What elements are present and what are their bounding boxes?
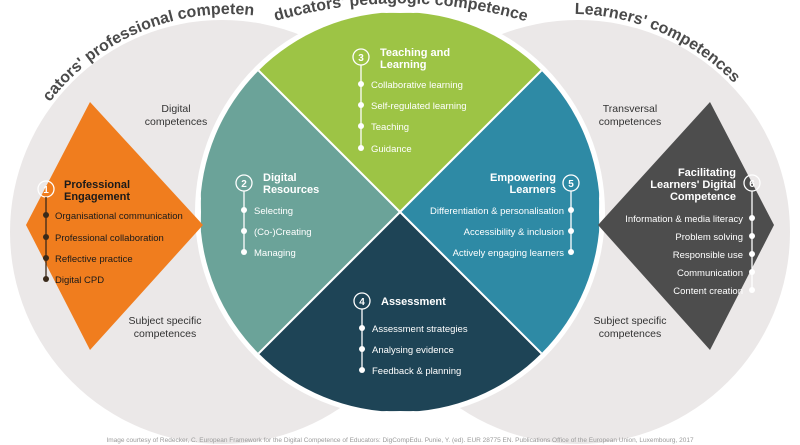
area-title: Learning [380,59,426,71]
competence-item: Communication [677,268,743,279]
competence-item: Information & media literacy [625,214,743,225]
bullet-dot [749,215,755,221]
competence-item: Responsible use [673,250,743,261]
svg-text:competences: competences [599,328,661,340]
competence-item: Digital CPD [55,275,104,286]
svg-text:Subject specific: Subject specific [594,315,667,327]
area-title: Empowering [490,172,556,184]
bullet-dot [568,249,574,255]
competence-item: Accessibility & inclusion [464,227,564,238]
competence-item: Self-regulated learning [371,101,467,112]
svg-text:Subject specific: Subject specific [129,315,202,327]
area-title: Engagement [64,191,130,203]
area-number: 6 [749,179,755,190]
area-title: Assessment [381,296,446,308]
area-title: Digital [263,172,297,184]
competence-item: Analysing evidence [372,345,454,356]
competence-item: (Co-)Creating [254,227,312,238]
competence-item: Organisational communication [55,211,183,222]
bullet-dot [358,81,364,87]
bullet-dot [358,102,364,108]
side-label-left-top: Digital competences [145,103,207,128]
svg-text:competences: competences [599,116,661,128]
area-title: Learners' Digital [650,179,736,191]
bullet-dot [568,228,574,234]
area-title: Professional [64,179,130,191]
bullet-dot [43,276,49,282]
bullet-dot [359,346,365,352]
area-number: 5 [568,179,574,190]
area-title: Resources [263,184,319,196]
area-teaching-learning: 3 Teaching and Learning Collaborative le… [352,47,467,155]
svg-text:Transversal: Transversal [603,103,657,115]
svg-text:Digital: Digital [161,103,190,115]
bullet-dot [358,123,364,129]
area-assessment: 4 Assessment Assessment strategies Analy… [353,292,468,377]
bullet-dot [749,269,755,275]
area-digital-resources: 2 Digital Resources Selecting (Co-)Creat… [235,172,319,259]
bullet-dot [241,207,247,213]
area-facilitating-competence: 6 Facilitating Learners' Digital Compete… [625,167,761,297]
area-number: 1 [43,185,49,196]
bullet-dot [358,145,364,151]
competence-item: Collaborative learning [371,80,463,91]
competence-item: Selecting [254,206,293,217]
area-title: Facilitating [678,167,736,179]
center-quadrants [200,12,600,412]
competence-item: Teaching [371,122,409,133]
bullet-dot [241,228,247,234]
area-number: 4 [359,297,365,308]
area-professional-engagement: 1 Professional Engagement Organisational… [37,179,183,286]
side-label-right-bottom: Subject specific competences [594,315,667,340]
side-label-right-top: Transversal competences [599,103,661,128]
svg-text:competences: competences [145,116,207,128]
bullet-dot [749,233,755,239]
bullet-dot [43,212,49,218]
bullet-dot [359,325,365,331]
quadrant-digital-resources [200,12,402,412]
diamond-facilitating-competence [598,102,774,350]
side-label-left-bottom: Subject specific competences [129,315,202,340]
competence-item: Problem solving [675,232,743,243]
area-number: 2 [241,179,247,190]
area-empowering-learners: 5 Empowering Learners Differentiation & … [430,172,580,259]
area-title: Learners [510,184,556,196]
competence-item: Assessment strategies [372,324,468,335]
competence-item: Differentiation & personalisation [430,206,564,217]
bullet-dot [43,255,49,261]
competence-item: Content creation [673,286,743,297]
competence-item: Managing [254,248,296,259]
bullet-dot [749,251,755,257]
competence-item: Actively engaging learners [453,248,565,259]
bullet-dot [241,249,247,255]
diamond-professional-engagement [26,102,203,350]
competence-item: Feedback & planning [372,366,461,377]
bullet-dot [43,234,49,240]
area-title: Competence [670,191,736,203]
bullet-dot [749,287,755,293]
area-number: 3 [358,53,364,64]
area-title: Teaching and [380,47,450,59]
competence-item: Reflective practice [55,254,133,265]
bullet-dot [568,207,574,213]
svg-text:competences: competences [134,328,196,340]
competence-item: Guidance [371,144,412,155]
image-credit: Image courtesy of Redecker, C. European … [106,437,694,444]
competence-item: Professional collaboration [55,233,164,244]
bullet-dot [359,367,365,373]
